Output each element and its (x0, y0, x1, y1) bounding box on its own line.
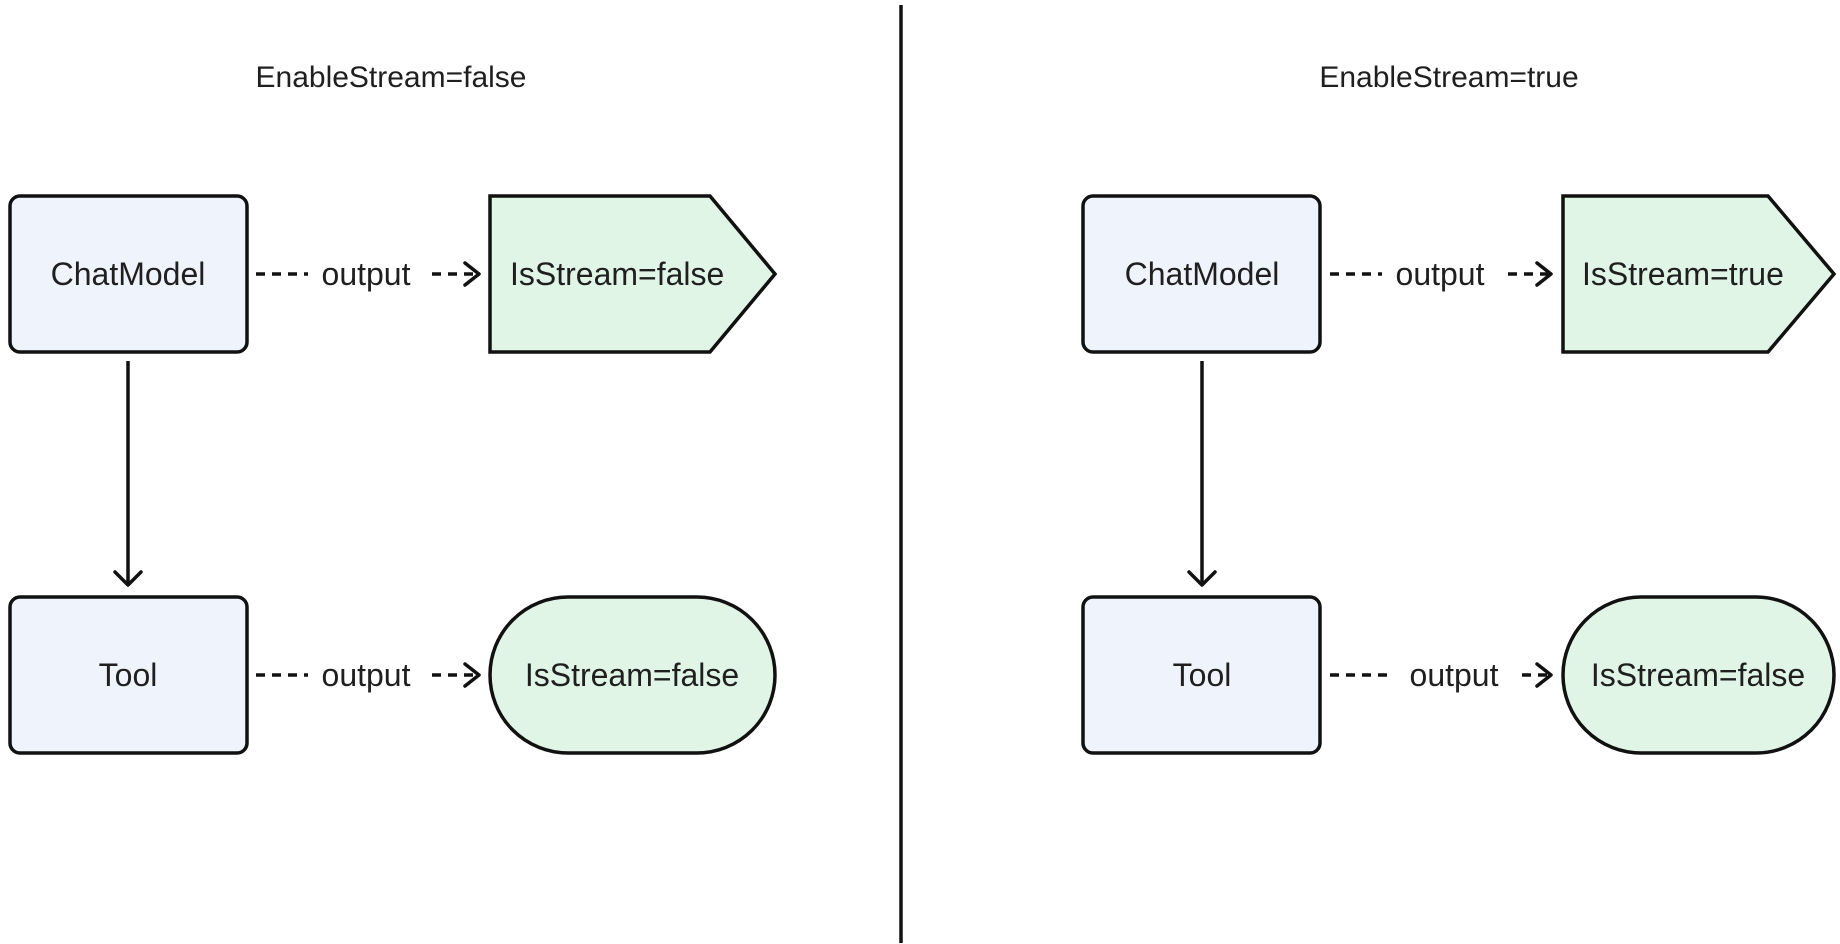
arrowhead-icon (1535, 662, 1553, 688)
arrowhead-icon (463, 261, 481, 287)
arrowhead-icon (1535, 261, 1553, 287)
arrowhead-icon (463, 662, 481, 688)
edge-label: output (322, 256, 411, 292)
tool-node (8, 595, 249, 755)
tool-result-node (488, 595, 777, 755)
edge-label: output (322, 657, 411, 693)
arrowhead-icon (113, 570, 143, 587)
tool-label: Tool (99, 657, 158, 693)
chatmodel-node (1081, 194, 1322, 354)
chatmodel-label: ChatModel (51, 256, 206, 292)
chatmodel-result-label: IsStream=false (510, 256, 724, 292)
edge-label: output (1410, 657, 1499, 693)
chatmodel-node (8, 194, 249, 354)
arrowhead-icon (1187, 570, 1217, 587)
tool-label: Tool (1173, 657, 1232, 693)
chatmodel-result-node (488, 194, 778, 354)
chatmodel-to-tool-edge (113, 361, 143, 587)
tool-result-node (1561, 595, 1836, 755)
panel-enablestream-true: EnableStream=true ChatModel output IsStr… (1081, 61, 1837, 755)
panel-title: EnableStream=true (1319, 61, 1578, 94)
tool-output-edge: output (256, 657, 481, 693)
chatmodel-output-edge: output (1330, 256, 1553, 292)
tool-result-label: IsStream=false (1591, 657, 1805, 693)
chatmodel-result-node (1561, 194, 1837, 354)
edge-label: output (1396, 256, 1485, 292)
tool-node (1081, 595, 1322, 755)
chatmodel-result-label: IsStream=true (1582, 256, 1784, 292)
tool-output-edge: output (1330, 657, 1553, 693)
panel-enablestream-false: EnableStream=false ChatModel output IsSt… (8, 61, 778, 755)
chatmodel-label: ChatModel (1125, 256, 1280, 292)
chatmodel-output-edge: output (256, 256, 481, 292)
panel-title: EnableStream=false (256, 61, 527, 94)
chatmodel-to-tool-edge (1187, 361, 1217, 587)
tool-result-label: IsStream=false (525, 657, 739, 693)
